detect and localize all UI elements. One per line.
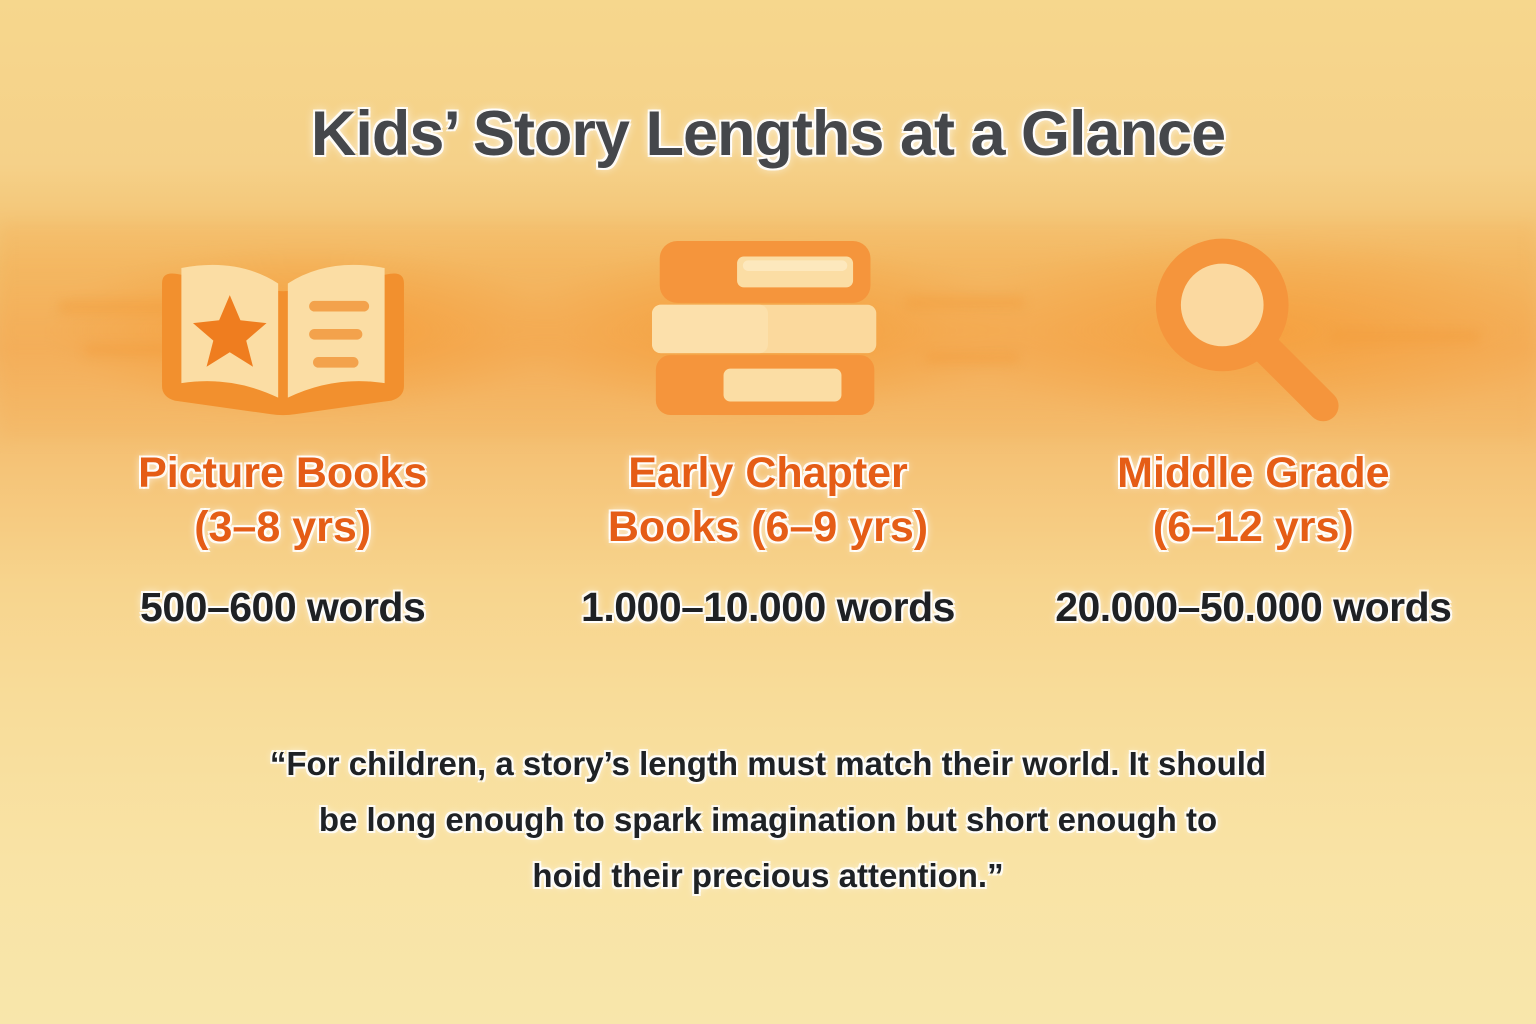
quote-line: be long enough to spark imagination but … [318, 801, 1218, 838]
quote: “For children, a story’s length must mat… [0, 736, 1536, 904]
category-age-range: (3–8 yrs) [194, 503, 372, 552]
category-heading: Early Chapter Books (6–9 yrs) [525, 446, 1010, 554]
category-age-range: Books (6–9 yrs) [607, 503, 929, 552]
category-age-range: (6–12 yrs) [1152, 503, 1354, 552]
category-name: Picture Books [138, 449, 428, 497]
word-count: 20.000–50.000 words [1055, 584, 1452, 631]
category-heading: Picture Books (3–8 yrs) [40, 446, 525, 554]
motion-streak [905, 296, 1025, 309]
category-name: Middle Grade [1117, 449, 1390, 497]
column-picture-books: Picture Books (3–8 yrs) 500–600 words [40, 226, 525, 631]
word-count: 1.000–10.000 words [581, 584, 955, 631]
motion-streak [925, 352, 1020, 364]
motion-streak [84, 344, 174, 356]
category-heading: Middle Grade (6–12 yrs) [1011, 446, 1496, 554]
category-name: Early Chapter [628, 449, 908, 497]
quote-line: hoid their precious attention.” [532, 857, 1004, 894]
open-book-star-icon [40, 226, 525, 430]
motion-streak [1330, 330, 1480, 343]
magnifying-glass-icon [1011, 226, 1496, 430]
column-early-chapter-books: Early Chapter Books (6–9 yrs) 1.000–10.0… [525, 226, 1010, 631]
category-columns: Picture Books (3–8 yrs) 500–600 words E [40, 226, 1496, 631]
word-count: 500–600 words [140, 584, 426, 631]
motion-streak [58, 300, 178, 314]
page-title: Kids’ Story Lengths at a Glance [310, 99, 1226, 169]
book-stack-icon [525, 226, 1010, 430]
column-middle-grade: Middle Grade (6–12 yrs) 20.000–50.000 wo… [1011, 226, 1496, 631]
quote-line: “For children, a story’s length must mat… [269, 745, 1267, 782]
